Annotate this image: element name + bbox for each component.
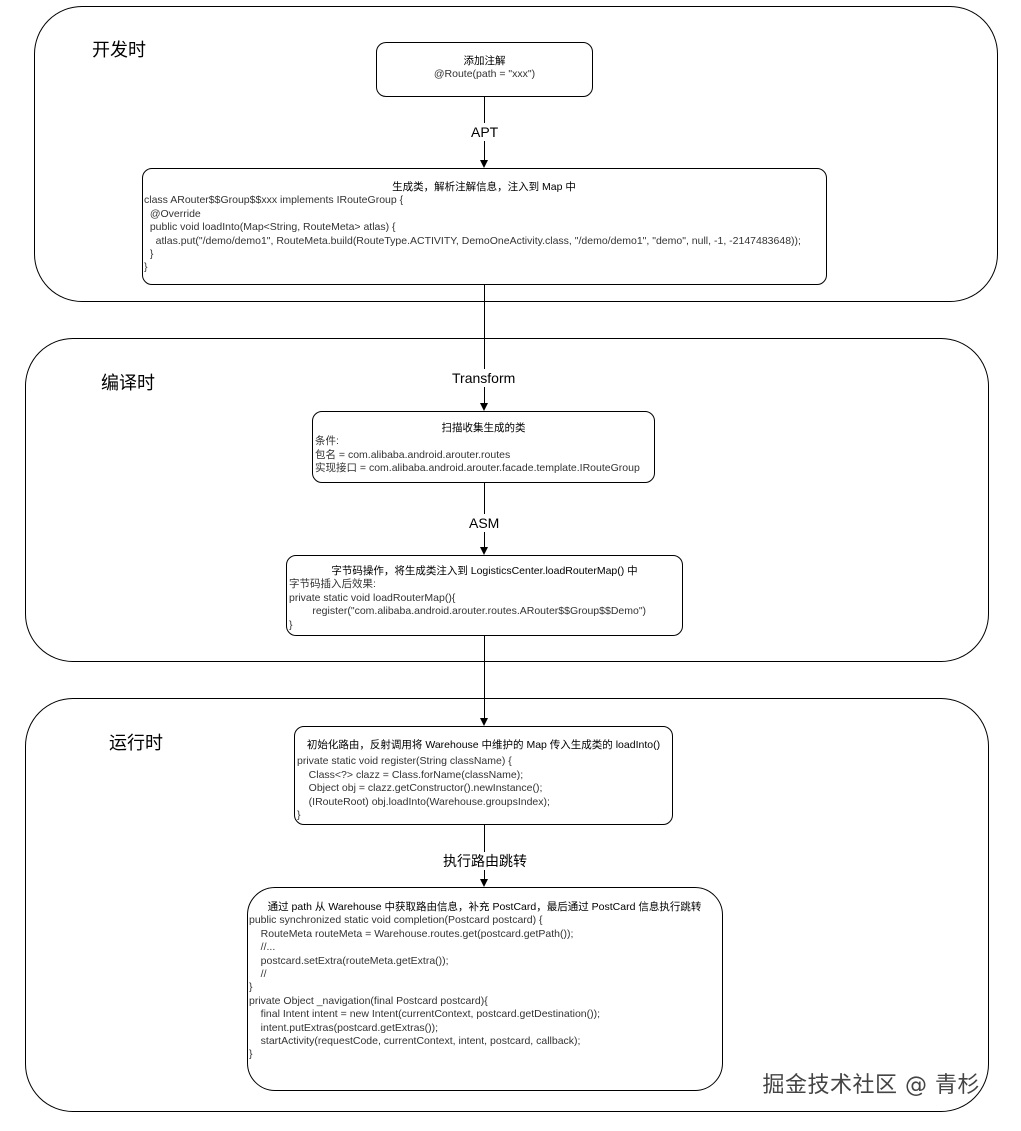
code-line: }: [289, 618, 293, 631]
arrowhead-scan: [480, 403, 488, 411]
code-line: (IRouteRoot) obj.loadInto(Warehouse.grou…: [297, 795, 550, 808]
arrowhead-bytecode: [480, 547, 488, 555]
code-line: 字节码插入后效果:: [289, 578, 376, 591]
arrowhead-init: [480, 718, 488, 726]
code-line: }: [297, 809, 301, 822]
code-line: public synchronized static void completi…: [249, 914, 543, 927]
phase-dev-title: 开发时: [92, 40, 146, 60]
edge-generate-to-scan: [484, 284, 485, 404]
node-add-annotation-line: @Route(path = "xxx"): [433, 68, 536, 81]
code-line: intent.putExtras(postcard.getExtras());: [249, 1021, 439, 1034]
code-line: Class<?> clazz = Class.forName(className…: [297, 768, 524, 781]
node-add-annotation-title: 添加注解: [463, 55, 506, 67]
edge-label-transform: Transform: [450, 369, 518, 387]
node-scan-classes: 扫描收集生成的类 条件: 包名 = com.alibaba.android.ar…: [312, 411, 655, 483]
code-line: postcard.setExtra(routeMeta.getExtra());: [249, 954, 449, 967]
node-scan-classes-title: 扫描收集生成的类: [441, 422, 526, 434]
node-add-annotation: 添加注解 @Route(path = "xxx"): [376, 42, 593, 97]
code-line: }: [144, 248, 154, 261]
node-navigate-title: 通过 path 从 Warehouse 中获取路由信息，补充 PostCard，…: [267, 901, 702, 913]
edge-label-apt: APT: [469, 123, 501, 141]
code-line: atlas.put("/demo/demo1", RouteMeta.build…: [144, 234, 801, 247]
edge-label-execute: 执行路由跳转: [441, 852, 529, 870]
phase-runtime-title: 运行时: [109, 733, 163, 753]
code-line: final Intent intent = new Intent(current…: [249, 1008, 601, 1021]
code-line: register("com.alibaba.android.arouter.ro…: [289, 605, 647, 618]
code-line: @Override: [144, 207, 201, 220]
node-navigate: 通过 path 从 Warehouse 中获取路由信息，补充 PostCard，…: [247, 887, 723, 1091]
code-line: private Object _navigation(final Postcar…: [249, 994, 488, 1007]
edge-bytecode-to-init: [484, 635, 485, 719]
diagram-canvas: 开发时 编译时 运行时 APT Transform ASM 执行路由跳转 添加注…: [18, 0, 1010, 1131]
code-line: 条件:: [315, 435, 339, 448]
node-generate-class: 生成类，解析注解信息，注入到 Map 中 class ARouter$$Grou…: [142, 168, 827, 285]
node-generate-class-title: 生成类，解析注解信息，注入到 Map 中: [392, 181, 576, 193]
node-bytecode-inject-title: 字节码操作，将生成类注入到 LogisticsCenter.loadRouter…: [331, 565, 638, 577]
node-bytecode-inject: 字节码操作，将生成类注入到 LogisticsCenter.loadRouter…: [286, 555, 683, 636]
phase-compile-title: 编译时: [101, 373, 155, 393]
code-line: Object obj = clazz.getConstructor().newI…: [297, 782, 543, 795]
arrowhead-navigate: [480, 879, 488, 887]
code-line: }: [144, 261, 148, 274]
code-line: //...: [249, 941, 276, 954]
code-line: }: [249, 1048, 253, 1061]
code-line: public void loadInto(Map<String, RouteMe…: [144, 221, 396, 234]
code-line: 包名 = com.alibaba.android.arouter.routes: [315, 448, 511, 461]
watermark: 掘金技术社区 @ 青杉: [762, 1073, 980, 1098]
code-line: 实现接口 = com.alibaba.android.arouter.facad…: [315, 462, 640, 475]
code-line: startActivity(requestCode, currentContex…: [249, 1035, 581, 1048]
edge-label-asm: ASM: [467, 514, 502, 532]
code-line: }: [249, 981, 253, 994]
node-init-router: 初始化路由，反射调用将 Warehouse 中维护的 Map 传入生成类的 lo…: [294, 726, 673, 825]
code-line: class ARouter$$Group$$xxx implements IRo…: [144, 194, 404, 207]
code-line: private static void register(String clas…: [297, 755, 512, 768]
arrowhead-generate: [480, 160, 488, 168]
code-line: private static void loadRouterMap(){: [289, 591, 456, 604]
node-init-router-title: 初始化路由，反射调用将 Warehouse 中维护的 Map 传入生成类的 lo…: [306, 739, 661, 751]
code-line: RouteMeta routeMeta = Warehouse.routes.g…: [249, 927, 574, 940]
code-line: //: [249, 968, 267, 981]
